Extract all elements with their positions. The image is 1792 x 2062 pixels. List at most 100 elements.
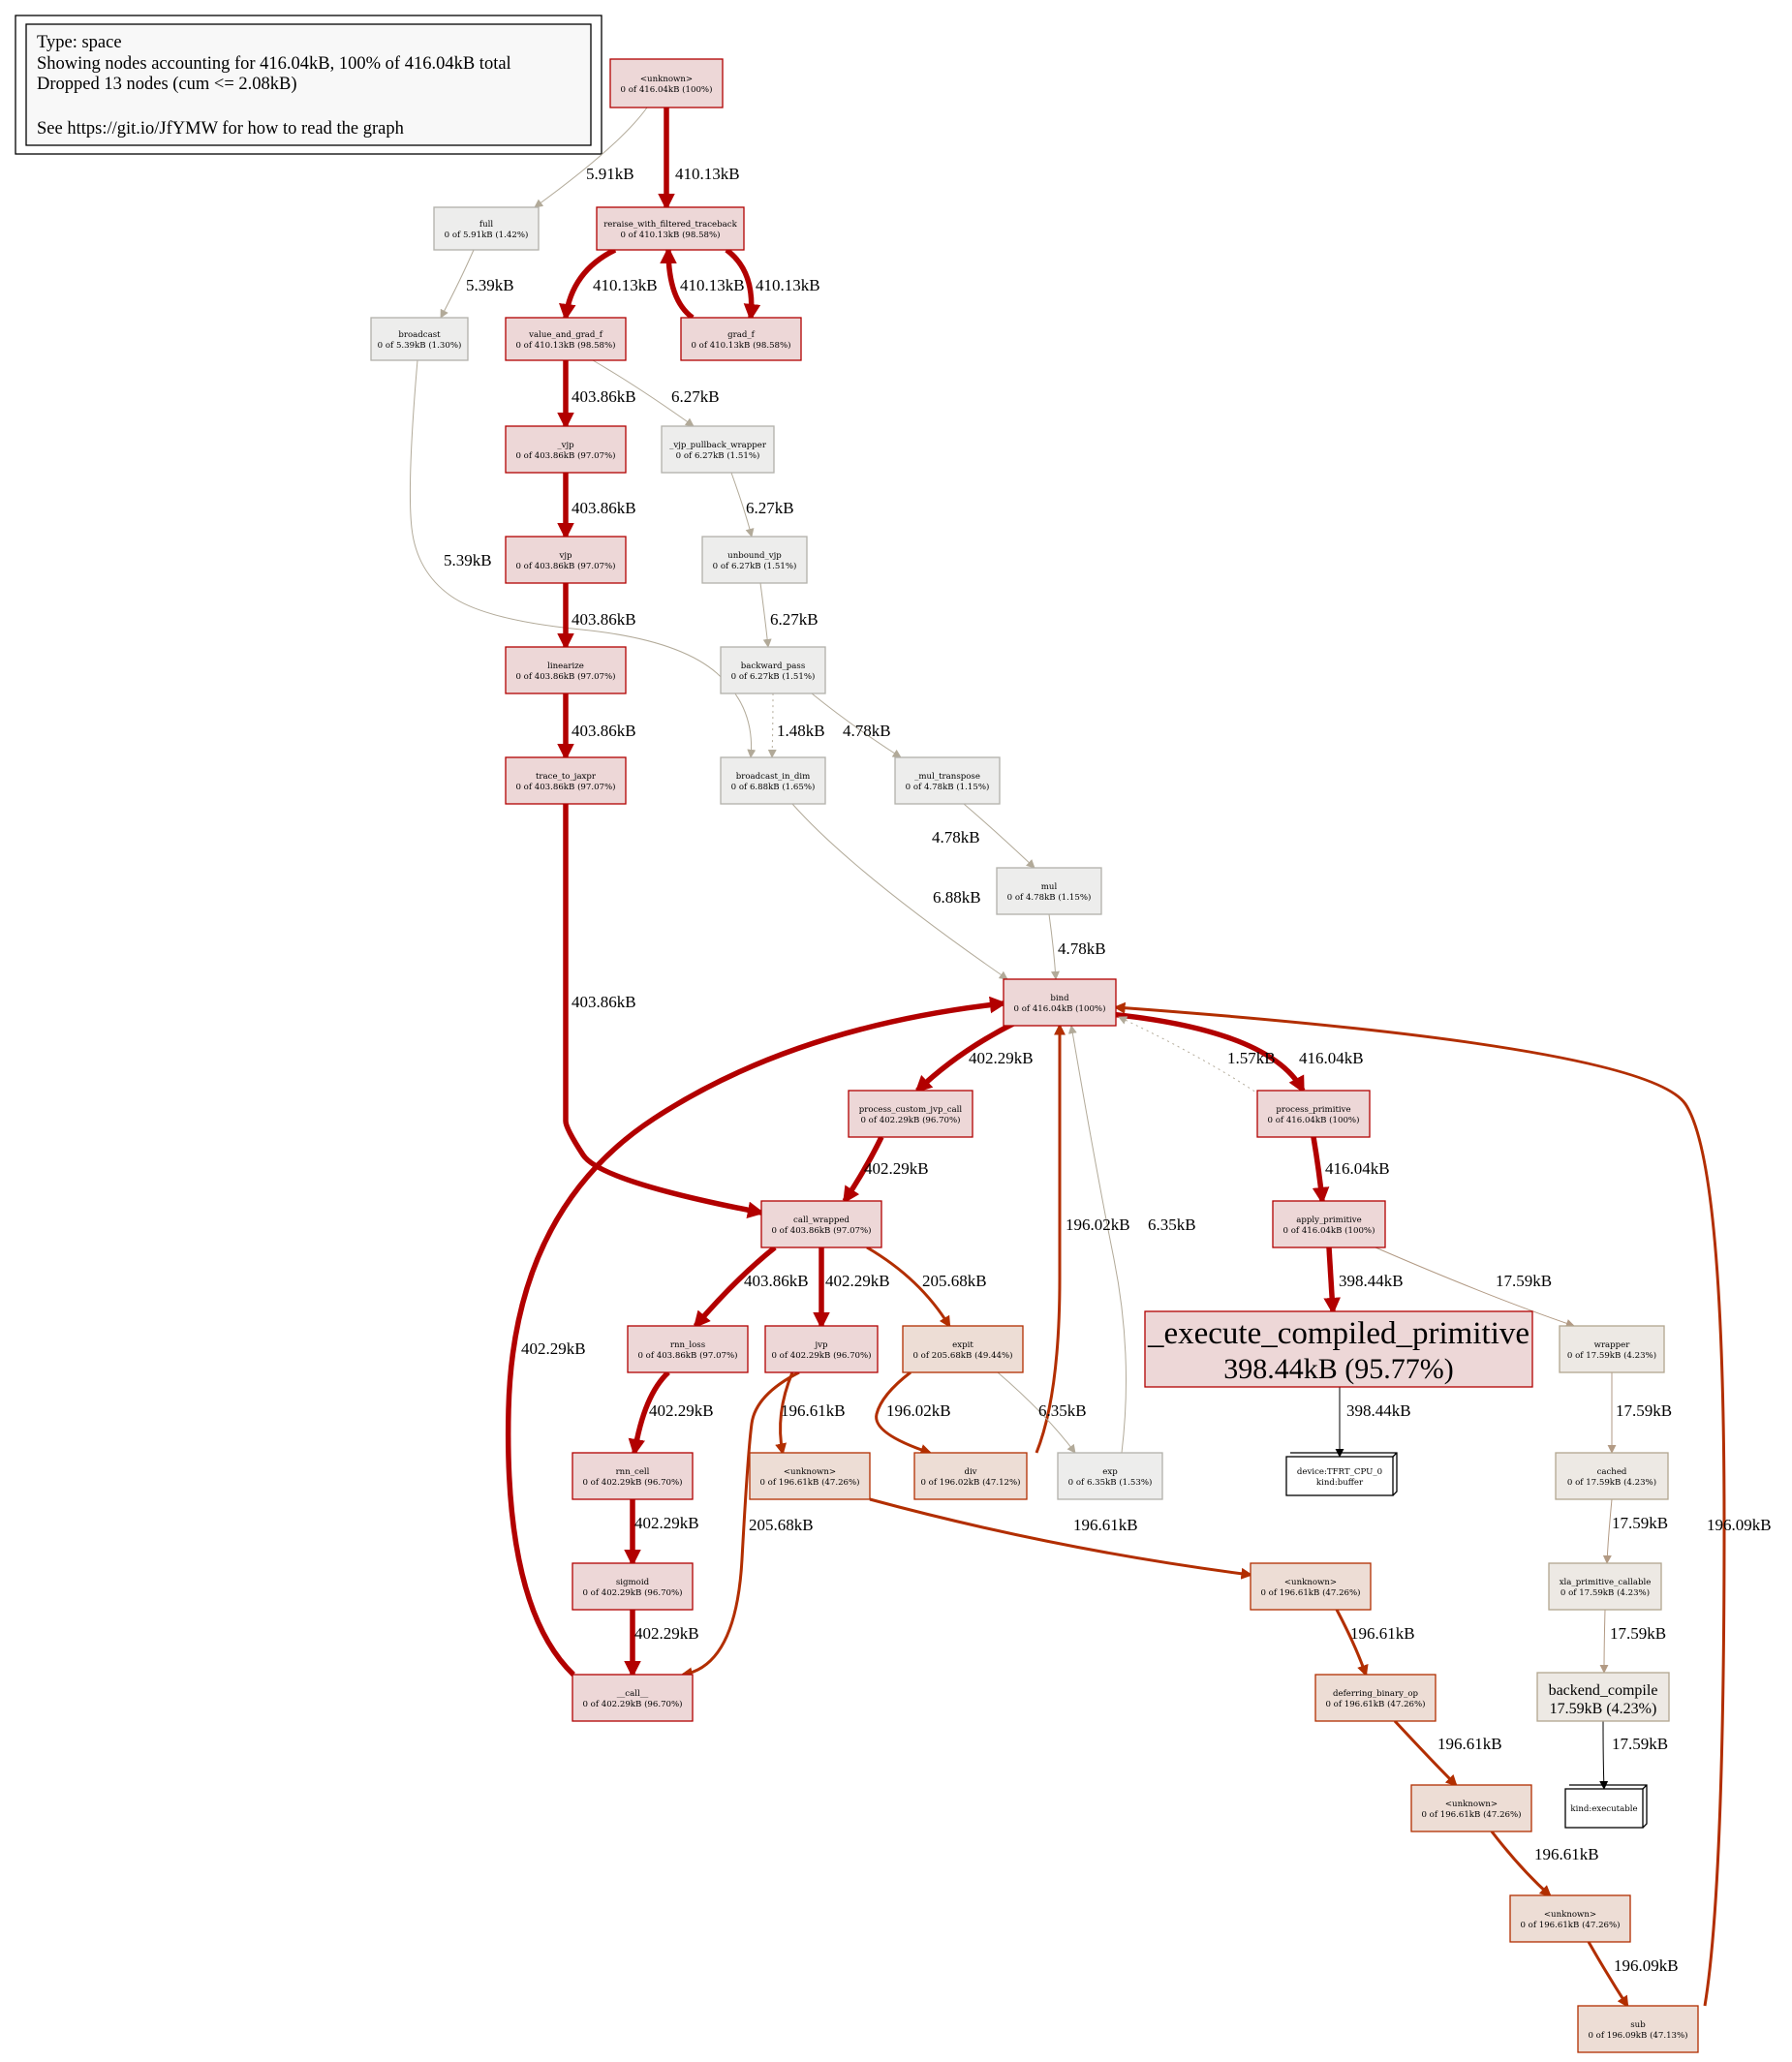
edge-label: 196.09kB [1614, 1956, 1679, 1975]
edge-label: 17.59kB [1612, 1735, 1668, 1753]
edge-label: 4.78kB [843, 722, 891, 740]
node-name: value_and_grad_f [528, 330, 603, 340]
node-value: 0 of 4.78kB (1.15%) [1007, 892, 1092, 903]
edge-process_primitive-to-apply_primitive [1311, 1136, 1330, 1205]
node-value: 0 of 17.59kB (4.23%) [1567, 1350, 1656, 1361]
node-unknown-jvp[interactable]: <unknown>0 of 196.61kB (47.26%) [749, 1452, 871, 1500]
node-value: 0 of 416.04kB (100%) [1283, 1225, 1375, 1236]
node-value: 0 of 6.27kB (1.51%) [676, 450, 760, 461]
node-name: <unknown> [1544, 1910, 1596, 1920]
edge-broadcast-to-broadcast_in_dim [409, 359, 757, 758]
edge-label: 410.13kB [680, 276, 745, 294]
edge-label: 5.91kB [586, 165, 634, 183]
node-name: wrapper [1594, 1340, 1631, 1350]
edge-label: 17.59kB [1610, 1624, 1666, 1643]
node-name: rnn_cell [616, 1467, 650, 1477]
edge-rnn_loss-to-rnn_cell [628, 1370, 670, 1457]
edge-grad_f-to-reraise [660, 246, 695, 321]
edge-label: 402.29kB [825, 1272, 890, 1290]
node-name: _vjp [557, 441, 574, 450]
node-value: kind:buffer [1316, 1478, 1364, 1488]
node-value-and-grad-f[interactable]: value_and_grad_f0 of 410.13kB (98.58%) [505, 317, 627, 361]
node-unknown-b[interactable]: <unknown>0 of 196.61kB (47.26%) [1250, 1562, 1372, 1611]
edge-label: 196.61kB [1534, 1845, 1599, 1863]
node-name: unbound_vjp [727, 551, 782, 561]
edge-mul-to-bind [1048, 913, 1060, 980]
edge-unknown_d-to-sub [1587, 1941, 1629, 2009]
edge-cached-to-xla_primitive_callable [1602, 1498, 1613, 1564]
node-value: 0 of 196.61kB (47.26%) [1520, 1920, 1620, 1930]
edge-apply_primitive-to-wrapper [1375, 1246, 1575, 1328]
edge-label: 398.44kB [1339, 1272, 1404, 1290]
edges-layer [409, 107, 1726, 2009]
node-name: <unknown> [784, 1467, 836, 1477]
node-name: backend_compile [1549, 1682, 1658, 1699]
node-unknown-root[interactable]: <unknown>0 of 416.04kB (100%) [609, 58, 724, 108]
edge-jvp-to-call [680, 1370, 800, 1679]
legend-dropped: Dropped 13 nodes (cum <= 2.08kB) [37, 75, 297, 94]
node-name: backward_pass [741, 662, 805, 671]
edge-value_and_grad_f-to-vjp_pullback_wrapper [592, 359, 695, 427]
node-deferring-binary-op[interactable]: deferring_binary_op0 of 196.61kB (47.26%… [1314, 1674, 1437, 1722]
edge-trace_to_jaxpr-to-call_wrapped [563, 804, 765, 1218]
node-unknown-d[interactable]: <unknown>0 of 196.61kB (47.26%) [1509, 1894, 1631, 1943]
node-value: 0 of 6.35kB (1.53%) [1068, 1477, 1153, 1488]
edge-exp-to-bind [1067, 1025, 1127, 1454]
node-name: process_primitive [1276, 1105, 1350, 1115]
node-grad-f[interactable]: grad_f0 of 410.13kB (98.58%) [680, 317, 802, 361]
edge-label: 403.86kB [572, 722, 636, 740]
node-unknown-c[interactable]: <unknown>0 of 196.61kB (47.26%) [1410, 1784, 1532, 1832]
node-name: process_custom_jvp_call [859, 1105, 963, 1115]
edge-call_wrapped-to-rnn_loss [693, 1245, 777, 1329]
node-kind-executable[interactable]: kind:executable [1564, 1784, 1648, 1829]
edge-label: 1.57kB [1227, 1049, 1276, 1067]
node-call[interactable]: __call__0 of 402.29kB (96.70%) [572, 1674, 694, 1722]
node-value: 0 of 403.86kB (97.07%) [515, 450, 615, 461]
edge-label: 196.61kB [1073, 1516, 1138, 1534]
edge-process_custom_jvp_call-to-call_wrapped [842, 1135, 884, 1204]
node-value: 0 of 5.91kB (1.42%) [445, 230, 529, 240]
node-name: bind [1050, 994, 1069, 1003]
edge-label: 196.02kB [1066, 1216, 1130, 1234]
edge-broadcast_in_dim-to-bind [791, 803, 1008, 980]
node-value: 0 of 196.61kB (47.26%) [759, 1477, 859, 1488]
node-value: 0 of 410.13kB (98.58%) [515, 340, 615, 351]
node-value: 0 of 17.59kB (4.23%) [1560, 1587, 1650, 1598]
edge-call-to-bind [505, 996, 1007, 1677]
